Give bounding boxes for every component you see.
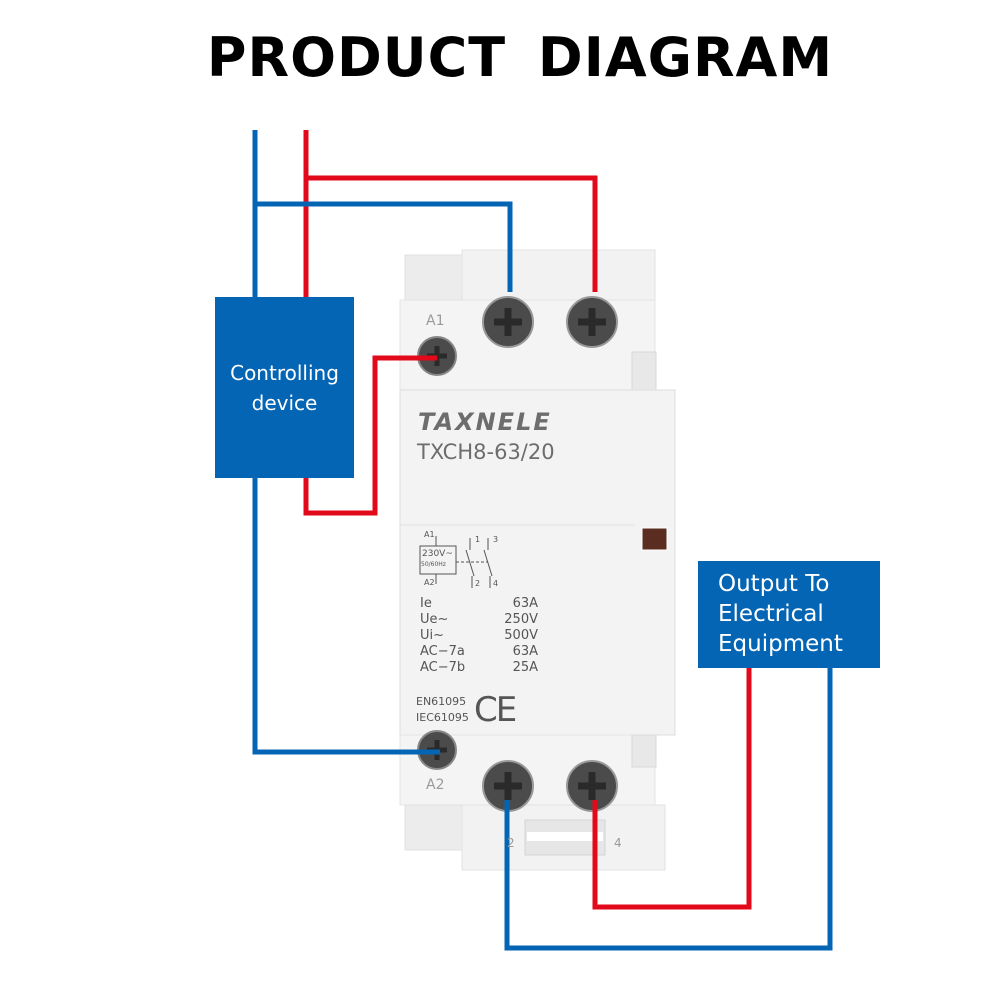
screw-3-icon [566, 296, 618, 348]
schematic-coil-voltage: 230V~ [422, 549, 453, 559]
output-line2: Electrical [718, 601, 824, 627]
terminal-label-a2: A2 [426, 777, 445, 793]
contact-schematic [419, 536, 493, 588]
red-control-to-a1 [303, 355, 437, 516]
schematic-a1: A1 [424, 530, 435, 539]
screw-terminals [417, 296, 618, 812]
output-line1: Output To [718, 571, 830, 597]
ce-mark-icon: CE [474, 690, 517, 730]
status-indicator [641, 527, 668, 551]
schematic-a2: A2 [424, 578, 435, 587]
output-line3: Equipment [718, 631, 843, 657]
top-clip-slot [631, 351, 657, 391]
red-terminal-4-to-output [592, 668, 752, 910]
spec-row: Ui~500V [420, 628, 538, 643]
schematic-pole-4: 4 [493, 579, 499, 588]
screw-4-icon [566, 760, 618, 812]
terminal-label-2: 2 [507, 836, 515, 850]
controlling-device-box: Controlling device [215, 297, 354, 478]
red-supply-to-terminal-3 [306, 175, 598, 292]
screw-2-icon [482, 760, 534, 812]
controlling-device-line1: Controlling [230, 360, 339, 385]
screw-1-icon [482, 296, 534, 348]
wires [252, 130, 833, 951]
standards: EN61095 IEC61095 [416, 694, 469, 726]
terminal-label-a1: A1 [426, 313, 445, 329]
blue-terminal-2-to-output [504, 668, 833, 951]
blue-supply-to-terminal-1 [255, 201, 513, 292]
blue-control-to-a2 [252, 478, 440, 755]
standard-iec: IEC61095 [416, 711, 469, 724]
controlling-device-line2: device [251, 390, 318, 415]
terminal-label-4: 4 [614, 836, 622, 850]
page-title: PRODUCT DIAGRAM [206, 26, 834, 89]
brand-logo: TAXNELE [418, 408, 552, 436]
output-equipment-box: Output To Electrical Equipment [698, 561, 880, 668]
bottom-left-block [404, 804, 463, 851]
schematic-pole-1: 1 [475, 535, 481, 544]
bottom-clip-slot [631, 734, 657, 768]
top-left-block [404, 254, 463, 301]
schematic-pole-3: 3 [493, 535, 499, 544]
spec-row: Ue~250V [420, 612, 538, 627]
standard-en: EN61095 [416, 695, 467, 708]
schematic-pole-2: 2 [475, 579, 481, 588]
schematic-coil-frequency: 50/60Hz [421, 561, 446, 568]
model-number: TXCH8-63/20 [417, 440, 555, 464]
